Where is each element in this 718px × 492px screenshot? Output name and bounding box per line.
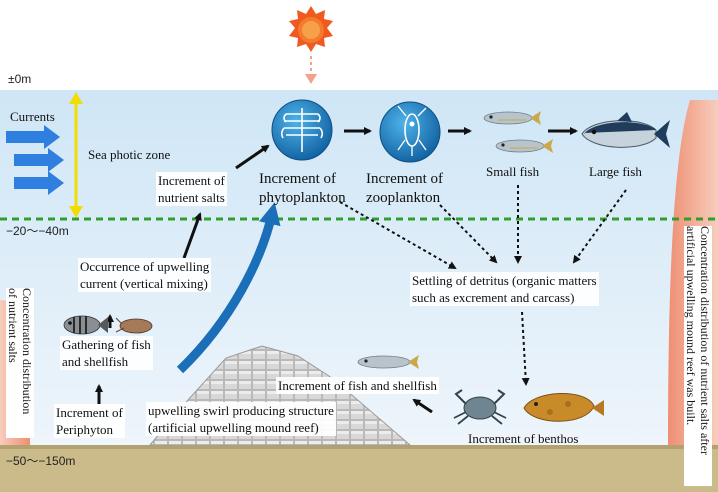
large-fish-label: Large fish [589, 164, 642, 179]
fish-shellfish-label: Increment of fish and shellfish [276, 377, 439, 394]
arrow-benthos-to-fishshellfish [412, 398, 433, 414]
depth-seabed-label: −50〜−150m [6, 454, 76, 468]
sky [0, 0, 718, 90]
flatfish-icon [523, 393, 604, 422]
large-fish-icon [581, 112, 670, 148]
depth-photic-label: −20〜−40m [6, 224, 69, 238]
current-arrows-icon [6, 125, 64, 195]
currents-label: Currents [10, 109, 55, 124]
reef-fish-icon [357, 355, 419, 369]
dotted-arrow-largefish [572, 189, 627, 264]
arrow-upwelling-to-nutrient [182, 212, 202, 259]
concentration-right-label: Concentration distribution of nutrient s… [684, 226, 712, 486]
seabed [0, 445, 718, 492]
small-fish-icon [483, 111, 553, 153]
gathering-fish-icon [63, 315, 153, 335]
sun-icon [289, 6, 333, 52]
dotted-arrow-to-benthos [521, 311, 530, 386]
photic-zone-arrow [69, 92, 83, 218]
dotted-arrow-zoo [439, 204, 498, 264]
photic-zone-label: Sea photic zone [88, 147, 171, 162]
upwelling-current-arrow [176, 202, 281, 374]
depth-surface-label: ±0m [8, 72, 32, 86]
phytoplankton-icon [271, 99, 333, 161]
structure-label: upwelling swirl producing structure(arti… [146, 402, 336, 436]
arrow-nutrient-to-phyto [235, 144, 270, 170]
dotted-arrow-phyto [339, 201, 457, 269]
benthos-label: Increment of benthos [468, 431, 579, 446]
crab-icon [453, 389, 507, 425]
small-fish-label: Small fish [486, 164, 540, 179]
zooplankton-icon [379, 101, 441, 163]
